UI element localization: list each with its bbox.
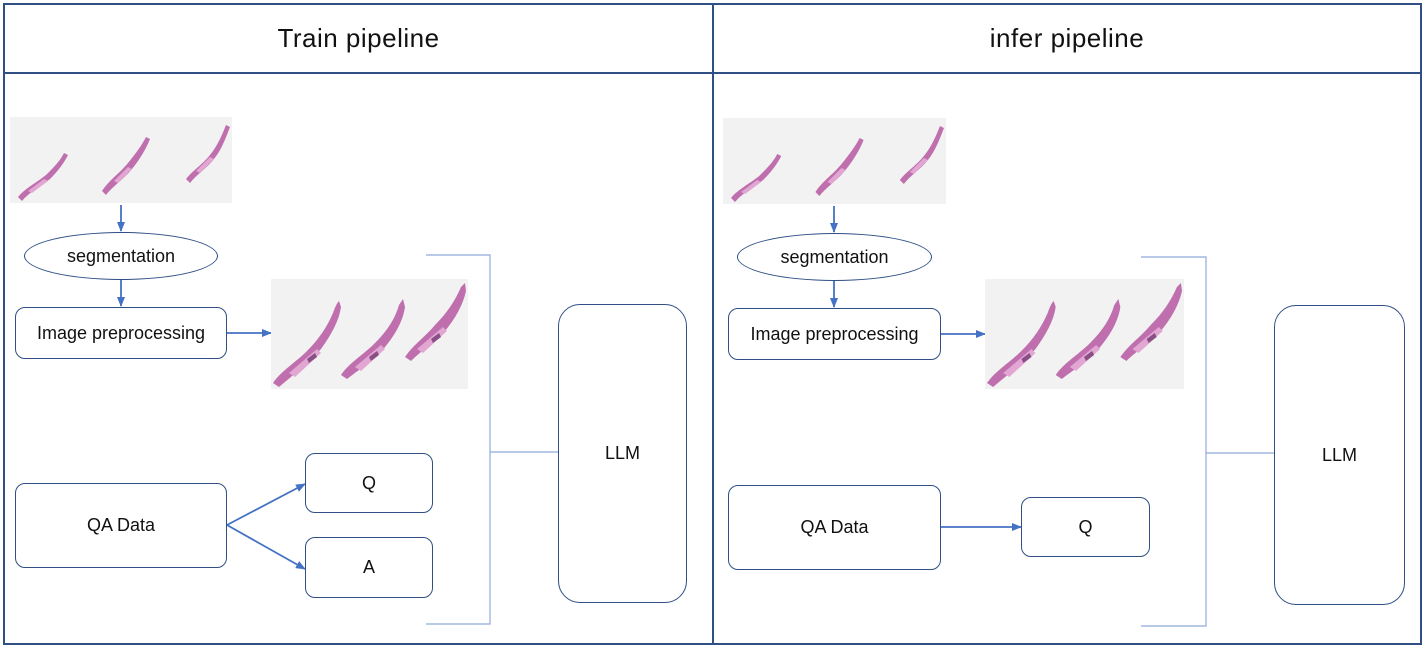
train-arrow-qa-to-q (226, 483, 306, 526)
infer-image-preprocessing-box: Image preprocessing (728, 308, 941, 360)
tissue-section (18, 153, 68, 201)
tissue-section (186, 125, 230, 183)
train-qa-data-label: QA Data (86, 515, 156, 535)
infer-raw-slide-image (723, 118, 946, 204)
train-image-preprocessing-box: Image preprocessing (15, 307, 227, 359)
tissue-section (102, 137, 150, 195)
train-pipeline-title: Train pipeline (277, 22, 440, 53)
tissue-section (1120, 283, 1182, 361)
train-q-box: Q (305, 453, 433, 513)
infer-q-label: Q (1078, 516, 1093, 537)
train-segmentation-label: segmentation (66, 245, 176, 266)
tissue-section (273, 301, 341, 387)
tissue-section (341, 299, 405, 379)
tissue-section (815, 138, 864, 196)
infer-llm-box: LLM (1274, 305, 1405, 605)
tissue-section (899, 126, 944, 184)
infer-segmented-slide-image (985, 279, 1184, 389)
train-qa-data-box: QA Data (15, 483, 227, 568)
train-llm-label: LLM (604, 443, 640, 463)
infer-segmentation-node: segmentation (737, 233, 932, 281)
infer-qa-data-box: QA Data (728, 485, 941, 570)
infer-pipeline-title: infer pipeline (989, 22, 1145, 53)
infer-qa-data-label: QA Data (800, 517, 869, 537)
train-image-preprocessing-label: Image preprocessing (36, 322, 206, 343)
tissue-image (18, 125, 230, 201)
tissue-image (731, 126, 944, 202)
train-llm-box: LLM (558, 304, 687, 603)
train-raw-slide-image (10, 117, 232, 203)
train-arrow-qa-to-a (226, 524, 306, 570)
train-segmentation-node: segmentation (24, 232, 218, 280)
tissue-section (405, 283, 466, 361)
infer-image-preprocessing-label: Image preprocessing (750, 323, 919, 344)
tissue-section (987, 301, 1056, 387)
tissue-image (987, 283, 1182, 387)
tissue-image (273, 283, 466, 387)
train-a-box: A (305, 537, 433, 598)
train-q-label: Q (361, 472, 376, 493)
tissue-section (731, 154, 782, 202)
train-segmented-slide-image (271, 279, 468, 389)
tissue-section (1055, 299, 1121, 379)
train-bracket (426, 254, 491, 625)
infer-q-box: Q (1021, 497, 1150, 557)
train-a-label: A (362, 557, 375, 577)
infer-llm-label: LLM (1321, 444, 1357, 465)
infer-bracket (1141, 256, 1207, 627)
infer-segmentation-label: segmentation (780, 246, 889, 267)
